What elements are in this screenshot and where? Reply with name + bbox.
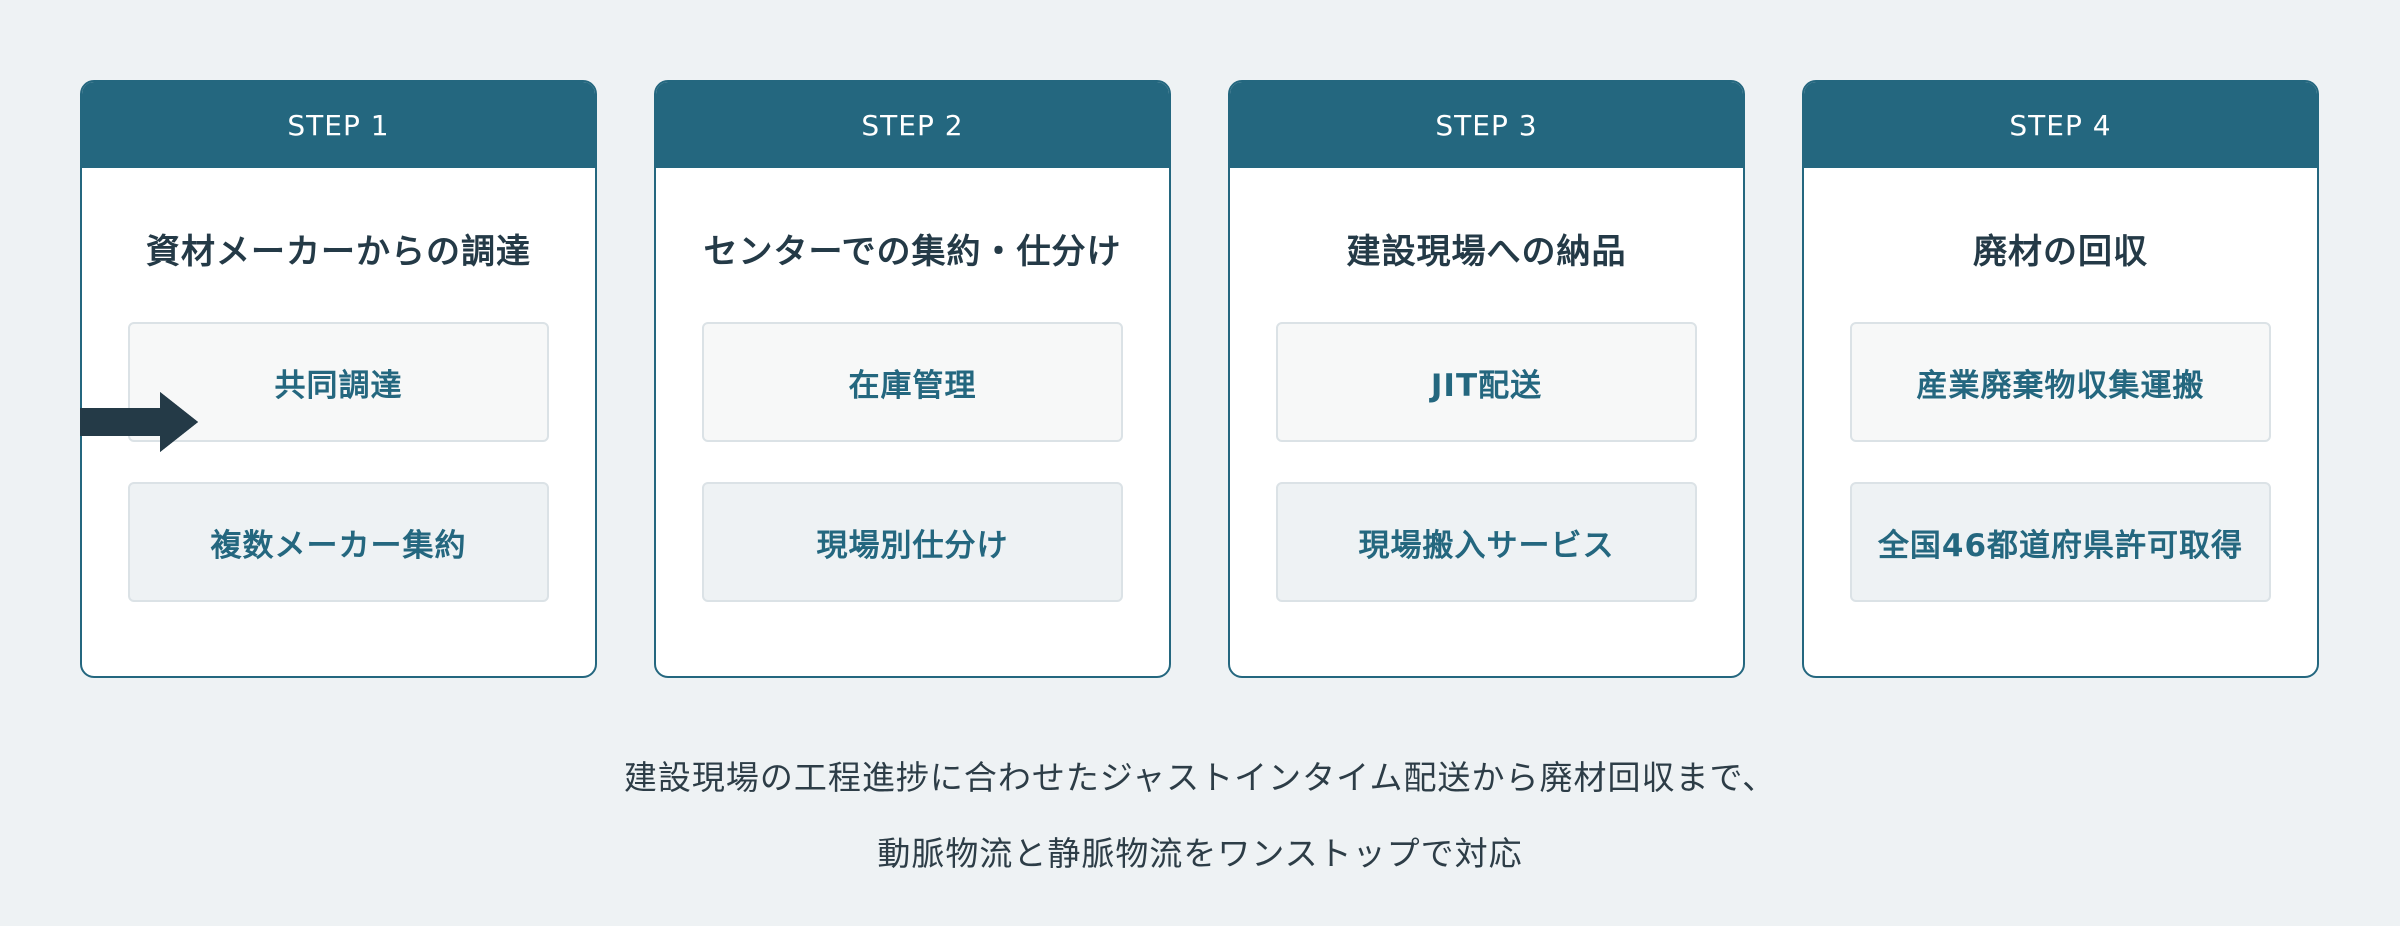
step-label-1: STEP 1 [82, 82, 595, 168]
step-1-item-1: 共同調達 [128, 322, 549, 442]
step-3-item-1: JIT配送 [1276, 322, 1697, 442]
step-1-item-2: 複数メーカー集約 [128, 482, 549, 602]
summary-caption: 建設現場の工程進捗に合わせたジャストインタイム配送から廃材回収まで、 動脈物流と… [0, 740, 2400, 892]
process-flow: STEP 1 資材メーカーからの調達 共同調達 複数メーカー集約 STEP 2 … [80, 80, 2320, 680]
step-2-item-2: 現場別仕分け [702, 482, 1123, 602]
step-2-item-1: 在庫管理 [702, 322, 1123, 442]
summary-caption-line-1: 建設現場の工程進捗に合わせたジャストインタイム配送から廃材回収まで、 [623, 758, 1777, 797]
step-4-item-1: 産業廃棄物収集運搬 [1850, 322, 2271, 442]
step-label-2: STEP 2 [656, 82, 1169, 168]
step-card-1: STEP 1 資材メーカーからの調達 共同調達 複数メーカー集約 [80, 80, 597, 678]
step-4-item-2: 全国46都道府県許可取得 [1850, 482, 2271, 602]
step-title-2: センターでの集約・仕分け [703, 232, 1122, 272]
step-card-4: STEP 4 廃材の回収 産業廃棄物収集運搬 全国46都道府県許可取得 [1802, 80, 2319, 678]
step-label-3: STEP 3 [1230, 82, 1743, 168]
step-label-4: STEP 4 [1804, 82, 2317, 168]
step-card-3: STEP 3 建設現場への納品 JIT配送 現場搬入サービス [1228, 80, 1745, 678]
step-card-2: STEP 2 センターでの集約・仕分け 在庫管理 現場別仕分け [654, 80, 1171, 678]
step-3-item-2: 現場搬入サービス [1276, 482, 1697, 602]
step-title-1: 資材メーカーからの調達 [146, 232, 531, 272]
step-title-4: 廃材の回収 [1973, 232, 2148, 272]
arrow-right-icon [80, 392, 198, 452]
summary-caption-line-2: 動脈物流と静脈物流をワンストップで対応 [877, 834, 1523, 873]
step-title-3: 建設現場への納品 [1346, 232, 1627, 272]
